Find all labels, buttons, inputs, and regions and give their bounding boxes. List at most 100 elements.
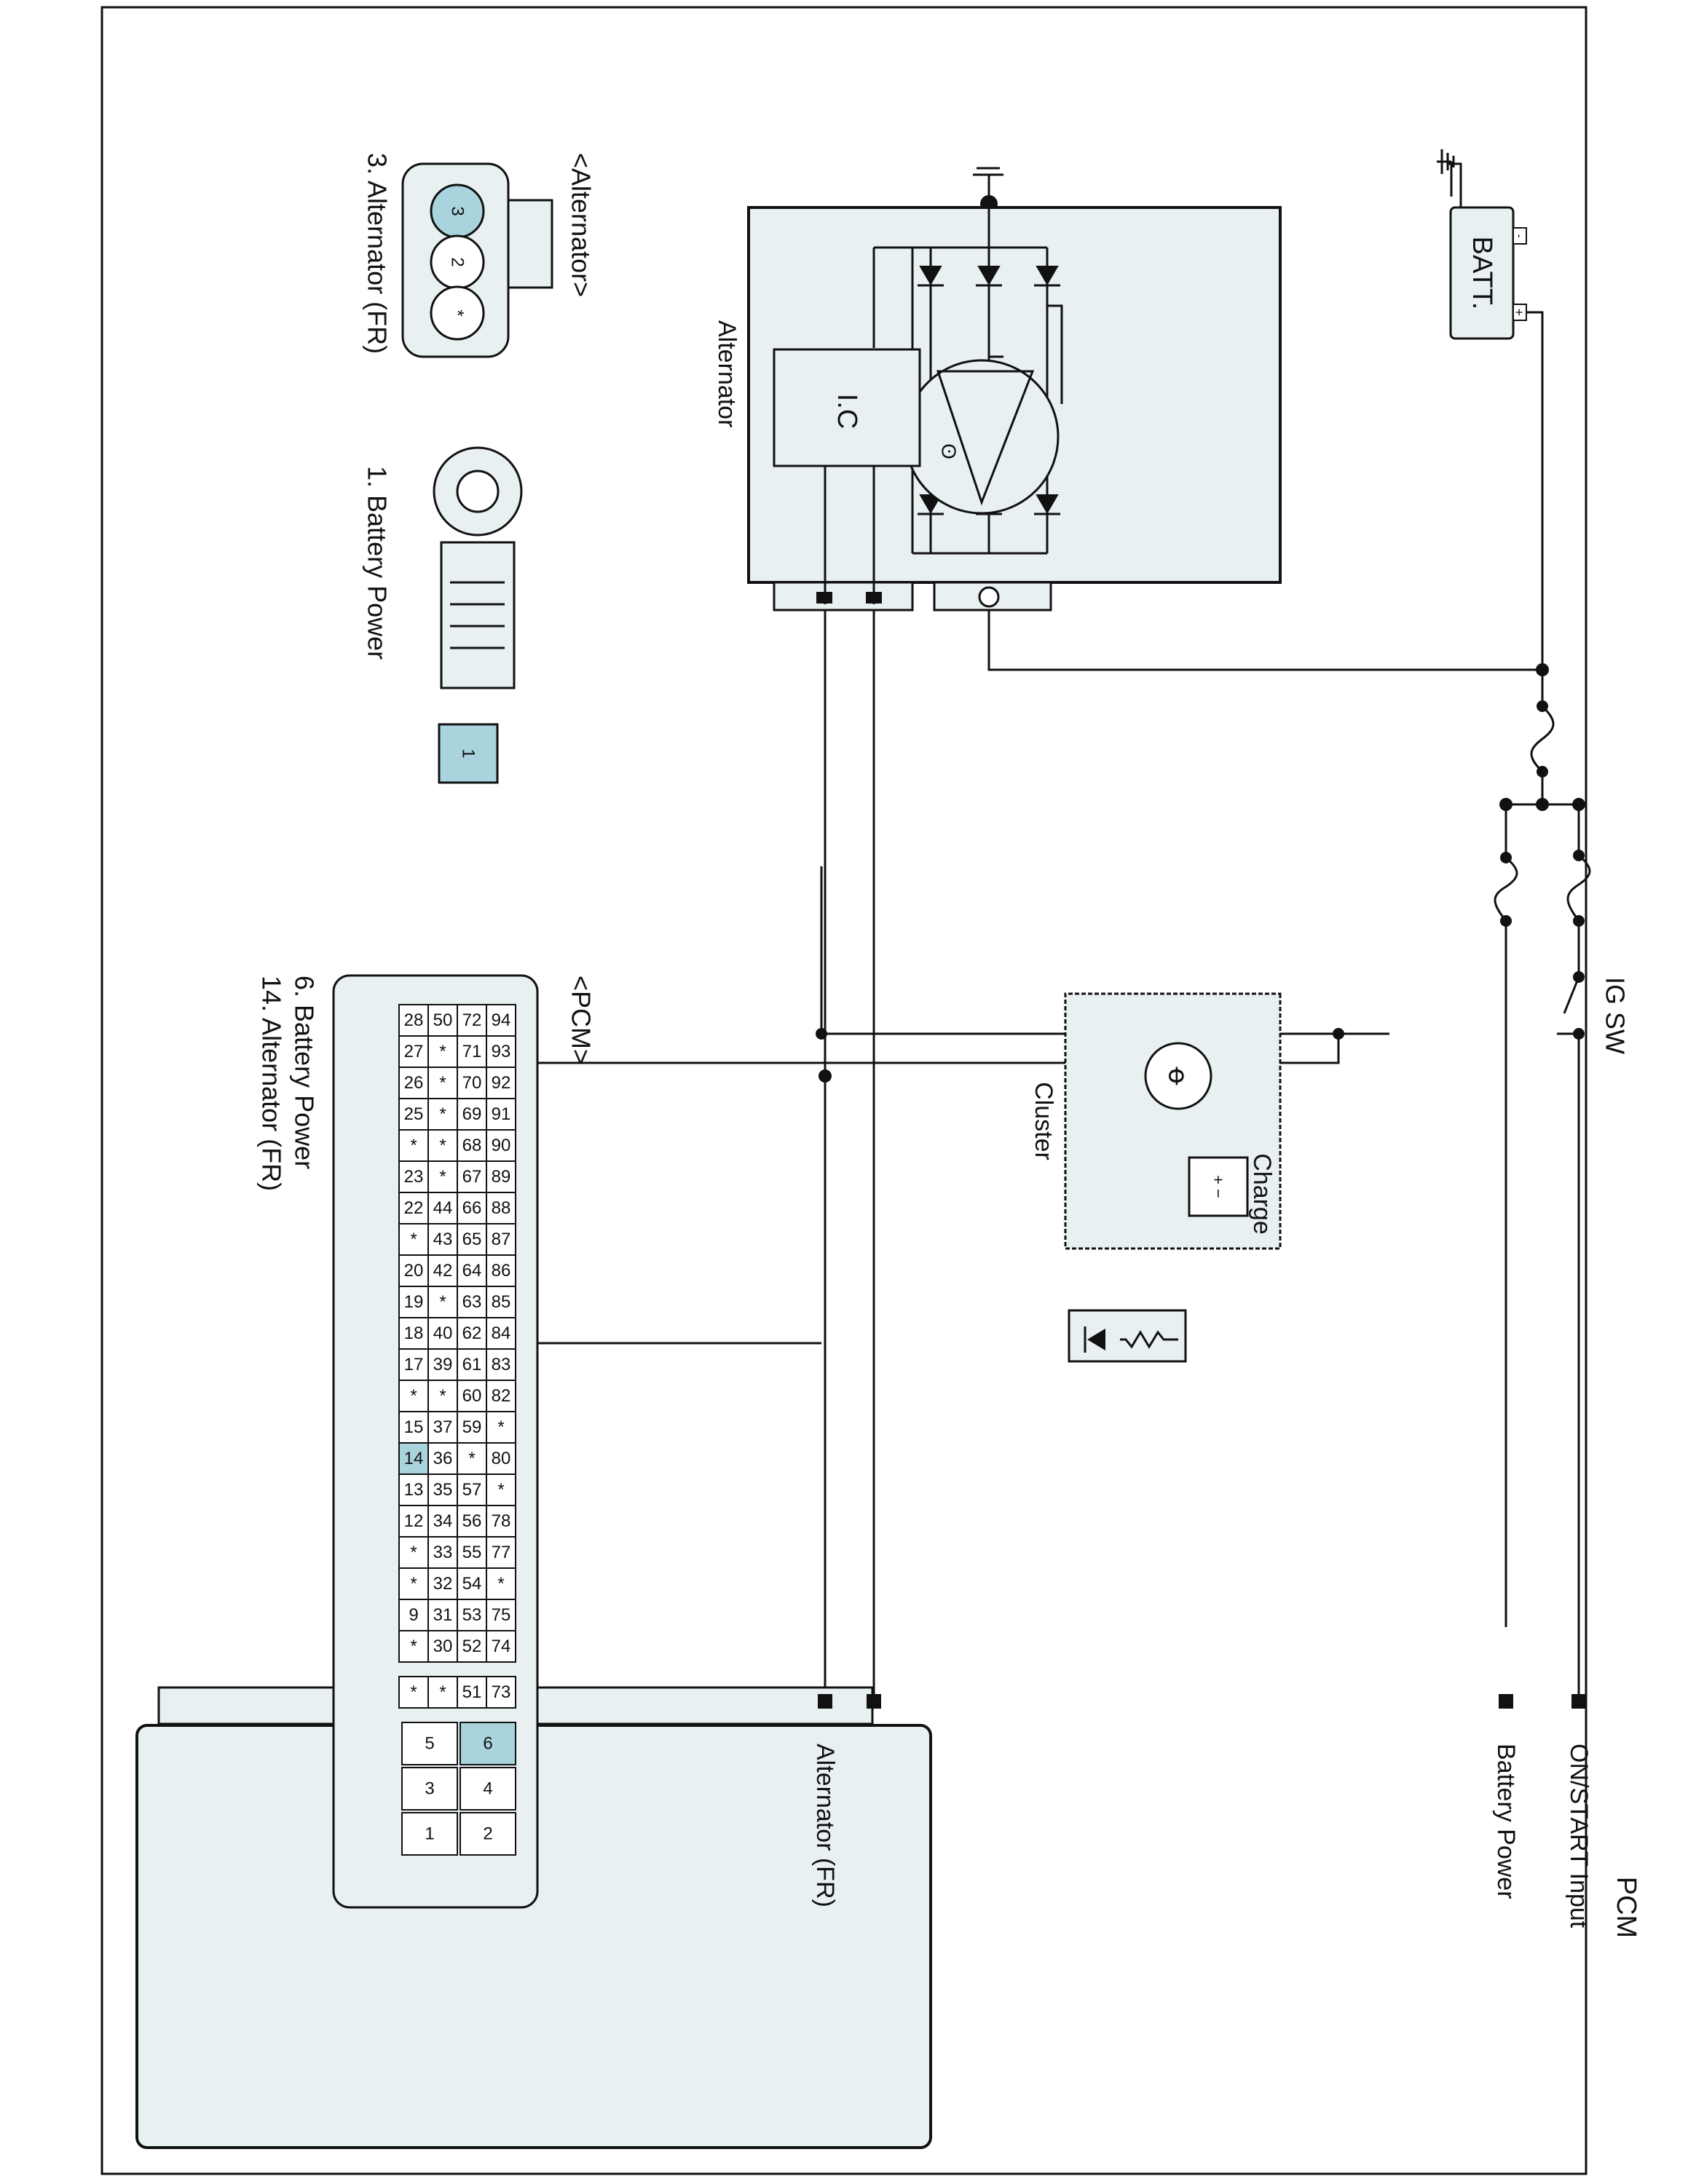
pcm-connector: <PCM> 6. Battery Power 14. Alternator (F… — [257, 974, 596, 1909]
pcm-pin-1-5: 67 — [462, 1167, 482, 1187]
pcm-pin-2-1: * — [439, 1042, 446, 1061]
pcm-pin-3-13: 15 — [404, 1417, 424, 1437]
pcm-label: PCM — [1611, 1877, 1641, 1938]
pcm-pin-3-16: 12 — [404, 1511, 424, 1531]
pcm-pin-0-3: 91 — [492, 1104, 511, 1124]
pcm-pin-0-17: 77 — [492, 1543, 511, 1562]
pcm-pin-1-4: 68 — [462, 1136, 482, 1155]
pcm-pin-2-3: * — [439, 1104, 446, 1124]
pcm-pin-0-20: 74 — [492, 1637, 511, 1656]
pcm-pin-0-12: 82 — [492, 1386, 511, 1406]
pcm-pin-3-19: 9 — [409, 1605, 418, 1625]
alt-pin-star — [430, 285, 485, 341]
alt-pin-3-label: 3 — [448, 206, 468, 215]
pcm-pin-0-10: 84 — [492, 1324, 511, 1343]
pcm-pin-2-5: * — [439, 1167, 446, 1187]
pcm-pin-2-17: 33 — [433, 1543, 453, 1562]
pcm-pin-1-10: 62 — [462, 1324, 482, 1343]
pcm-pin-1-12: 60 — [462, 1386, 482, 1406]
pcm-pin-1-6: 66 — [462, 1198, 482, 1218]
pcm-pin-2-4: * — [439, 1136, 446, 1155]
alternator: ʘ I.C Alternator — [713, 167, 1282, 612]
alt-pin-2-label: 2 — [448, 257, 468, 266]
pcm-pin-1-8: 64 — [462, 1261, 482, 1281]
pcm-pin-1-2: 70 — [462, 1073, 482, 1093]
pcm-pin-on-start: ON/START Input — [1565, 1744, 1593, 1928]
pcm-pin-2-16: 34 — [433, 1511, 453, 1531]
pcm-pin-2-19: 31 — [433, 1605, 453, 1625]
pcm-pin-3-10: 18 — [404, 1324, 424, 1343]
pcm-power-pin-2-1: 1 — [425, 1824, 434, 1844]
pcm-pin-3-2: 26 — [404, 1073, 424, 1093]
pcm-pin-0-16: 78 — [492, 1511, 511, 1531]
pcm-pin-3-20: * — [410, 1637, 417, 1656]
svg-text:+ −: + − — [1210, 1175, 1228, 1198]
pcm-pin-2-0: 50 — [433, 1010, 453, 1030]
pcm-pin-3-5: 23 — [404, 1167, 424, 1187]
page-frame — [100, 6, 1588, 2175]
pcm-pin-1-0: 72 — [462, 1010, 482, 1030]
alternator-connector: <Alternator> 3 2 * 3. Alternator (FR) 1.… — [363, 153, 596, 784]
pcm-pin-0-5: 89 — [492, 1167, 511, 1187]
battery-icon — [1188, 1156, 1249, 1217]
pcm-pin-2-2: * — [439, 1073, 446, 1093]
pcm-pin-3-15: 13 — [404, 1480, 424, 1500]
pcm-power-pin-1-1-cell — [401, 1767, 458, 1811]
pcm-pin-2-15: 35 — [433, 1480, 453, 1500]
pcm-pin-0-18: * — [497, 1574, 504, 1594]
pcm-pin-1-7: 65 — [462, 1230, 482, 1249]
pcm-power-pin-2-0: 2 — [483, 1824, 492, 1844]
pcm-pin-1-9: 63 — [462, 1292, 482, 1312]
pcm-pin-0-15: * — [497, 1480, 504, 1500]
terminal-label: 1. Battery Power — [363, 466, 393, 660]
cluster-label: Cluster — [1030, 1082, 1057, 1160]
pcm-pin-2-10: 40 — [433, 1324, 453, 1343]
alternator-pin-note: 3. Alternator (FR) — [363, 153, 393, 354]
alternator-connector-title: <Alternator> — [567, 153, 596, 297]
ic-label: I.C — [832, 394, 862, 430]
pcm-pin-2-18: 32 — [433, 1574, 453, 1594]
svg-text:ʘ: ʘ — [938, 443, 961, 459]
svg-text:ꝋ: ꝋ — [1164, 1067, 1194, 1085]
alternator-label: Alternator — [713, 320, 741, 427]
pcm-pin-1-19: 53 — [462, 1605, 482, 1625]
pcm-pin-3-0: 28 — [404, 1010, 424, 1030]
pcm-pin-2-20: 30 — [433, 1637, 453, 1656]
terminal-pin-box — [438, 723, 499, 784]
pcm-small-pin-0: 73 — [492, 1682, 511, 1702]
pcm-power-pin-2-1-cell — [401, 1812, 458, 1856]
pcm-pin-1-18: 54 — [462, 1574, 482, 1594]
battery-pos-mark: + — [1512, 309, 1526, 317]
pcm-note-2: 14. Alternator (FR) — [257, 976, 287, 1191]
pcm-pin-1-13: 59 — [462, 1417, 482, 1437]
pcm-pin-1-1: 71 — [462, 1042, 482, 1061]
pcm-pin-3-8: 20 — [404, 1261, 424, 1281]
pcm-pin-alternator-fr: Alternator (FR) — [811, 1744, 839, 1907]
pcm-power-pin-1-0-cell — [460, 1767, 516, 1811]
pcm-pin-1-11: 61 — [462, 1355, 482, 1374]
pcm-pin-1-15: 57 — [462, 1480, 482, 1500]
pcm-connector-title: <PCM> — [567, 976, 596, 1064]
pcm-pin-2-8: 42 — [433, 1261, 453, 1281]
pcm-power-pin-0-0-cell — [460, 1722, 516, 1765]
pcm-small-pin-2: * — [439, 1682, 446, 1702]
pcm-power-pin-0-0: 6 — [483, 1734, 492, 1754]
pcm-pin-battery-power: Battery Power — [1492, 1744, 1520, 1899]
pcm-pin-1-14: * — [468, 1449, 475, 1468]
cluster: ꝋ + − Charge Cluster — [1030, 992, 1282, 1250]
pcm-pin-0-11: 83 — [492, 1355, 511, 1374]
pcm-pin-3-9: 19 — [404, 1292, 424, 1312]
pcm-pin-3-4: * — [410, 1136, 417, 1155]
pcm-pin-2-9: * — [439, 1292, 446, 1312]
pcm-pin-3-12: * — [410, 1386, 417, 1406]
pcm-pin-1-17: 55 — [462, 1543, 482, 1562]
battery-box — [1449, 206, 1515, 340]
battery-label: BATT. — [1467, 237, 1497, 310]
charge-label: Charge — [1248, 1153, 1276, 1235]
pcm-note-1: 6. Battery Power — [290, 976, 320, 1169]
junctions — [816, 663, 1585, 1083]
pcm-pin-0-6: 88 — [492, 1198, 511, 1218]
pcm-pin-2-14: 36 — [433, 1449, 453, 1468]
pcm-pin-0-2: 92 — [492, 1073, 511, 1093]
